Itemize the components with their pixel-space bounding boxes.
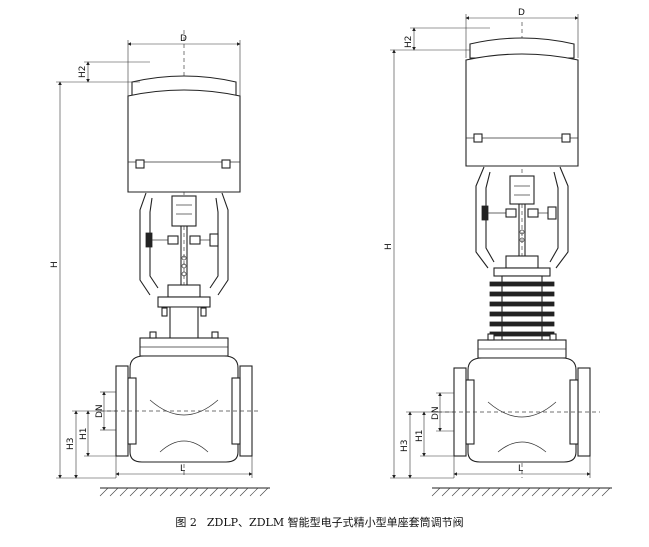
left-actuator-housing [127, 89, 241, 193]
right-actuator-top [469, 37, 575, 59]
right-valve: D H2 H H3 H1 DN L [384, 8, 612, 497]
figure-caption: 图 2 ZDLP、ZDLM 智能型电子式精小型单座套筒调节阀 [0, 514, 649, 530]
right-dim-D: D [518, 8, 525, 18]
left-dim-H: H [50, 261, 60, 268]
right-yoke [475, 166, 569, 269]
figure-number: 图 2 [175, 516, 197, 529]
valve-drawing: D H2 H H3 H1 DN L [50, 8, 612, 497]
right-ground-hatch [431, 487, 611, 497]
left-valve-body [129, 355, 239, 463]
left-yoke [139, 192, 229, 296]
right-actuator-housing [465, 53, 579, 167]
right-cooling-fins [489, 275, 555, 341]
right-dim-L: L [518, 464, 523, 474]
left-valve: D H2 H H3 H1 DN L [50, 30, 270, 497]
right-valve-body [467, 357, 577, 463]
right-dim-H2: H2 [404, 36, 414, 49]
left-dim-L: L [180, 464, 185, 474]
left-bonnet [167, 284, 201, 298]
left-dim-H1: H1 [79, 428, 89, 441]
left-dim-H2: H2 [78, 66, 88, 79]
figure-title: ZDLP、ZDLM 智能型电子式精小型单座套筒调节阀 [206, 516, 464, 529]
left-dim-H3: H3 [66, 438, 76, 451]
right-dim-H3: H3 [400, 440, 410, 453]
right-dim-H: H [384, 243, 394, 250]
right-dim-H1: H1 [415, 430, 425, 443]
right-dim-DN: DN [431, 406, 441, 420]
left-dim-D: D [180, 34, 187, 44]
left-ground-hatch [99, 487, 269, 497]
left-dim-DN: DN [95, 404, 105, 418]
